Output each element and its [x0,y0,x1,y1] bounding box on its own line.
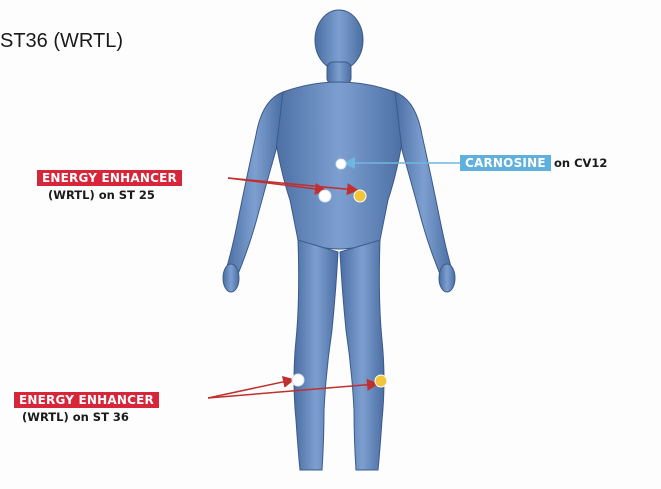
point-st36-right [375,375,387,387]
arrow-st36-left [208,380,292,398]
label-energy-enhancer-upper: ENERGY ENHANCER [37,170,182,186]
point-st25-left [319,190,331,202]
label-st25: (WRTL) on ST 25 [48,188,155,202]
label-st36: (WRTL) on ST 36 [22,410,129,424]
point-cv12 [336,159,346,169]
point-st36-left [292,374,304,386]
label-energy-enhancer-lower: ENERGY ENHANCER [14,392,159,408]
body-silhouette [223,10,455,470]
label-cv12: on CV12 [554,156,607,170]
point-st25-right [354,190,366,202]
arrow-st36-right [208,384,376,398]
label-carnosine: CARNOSINE [460,155,551,171]
